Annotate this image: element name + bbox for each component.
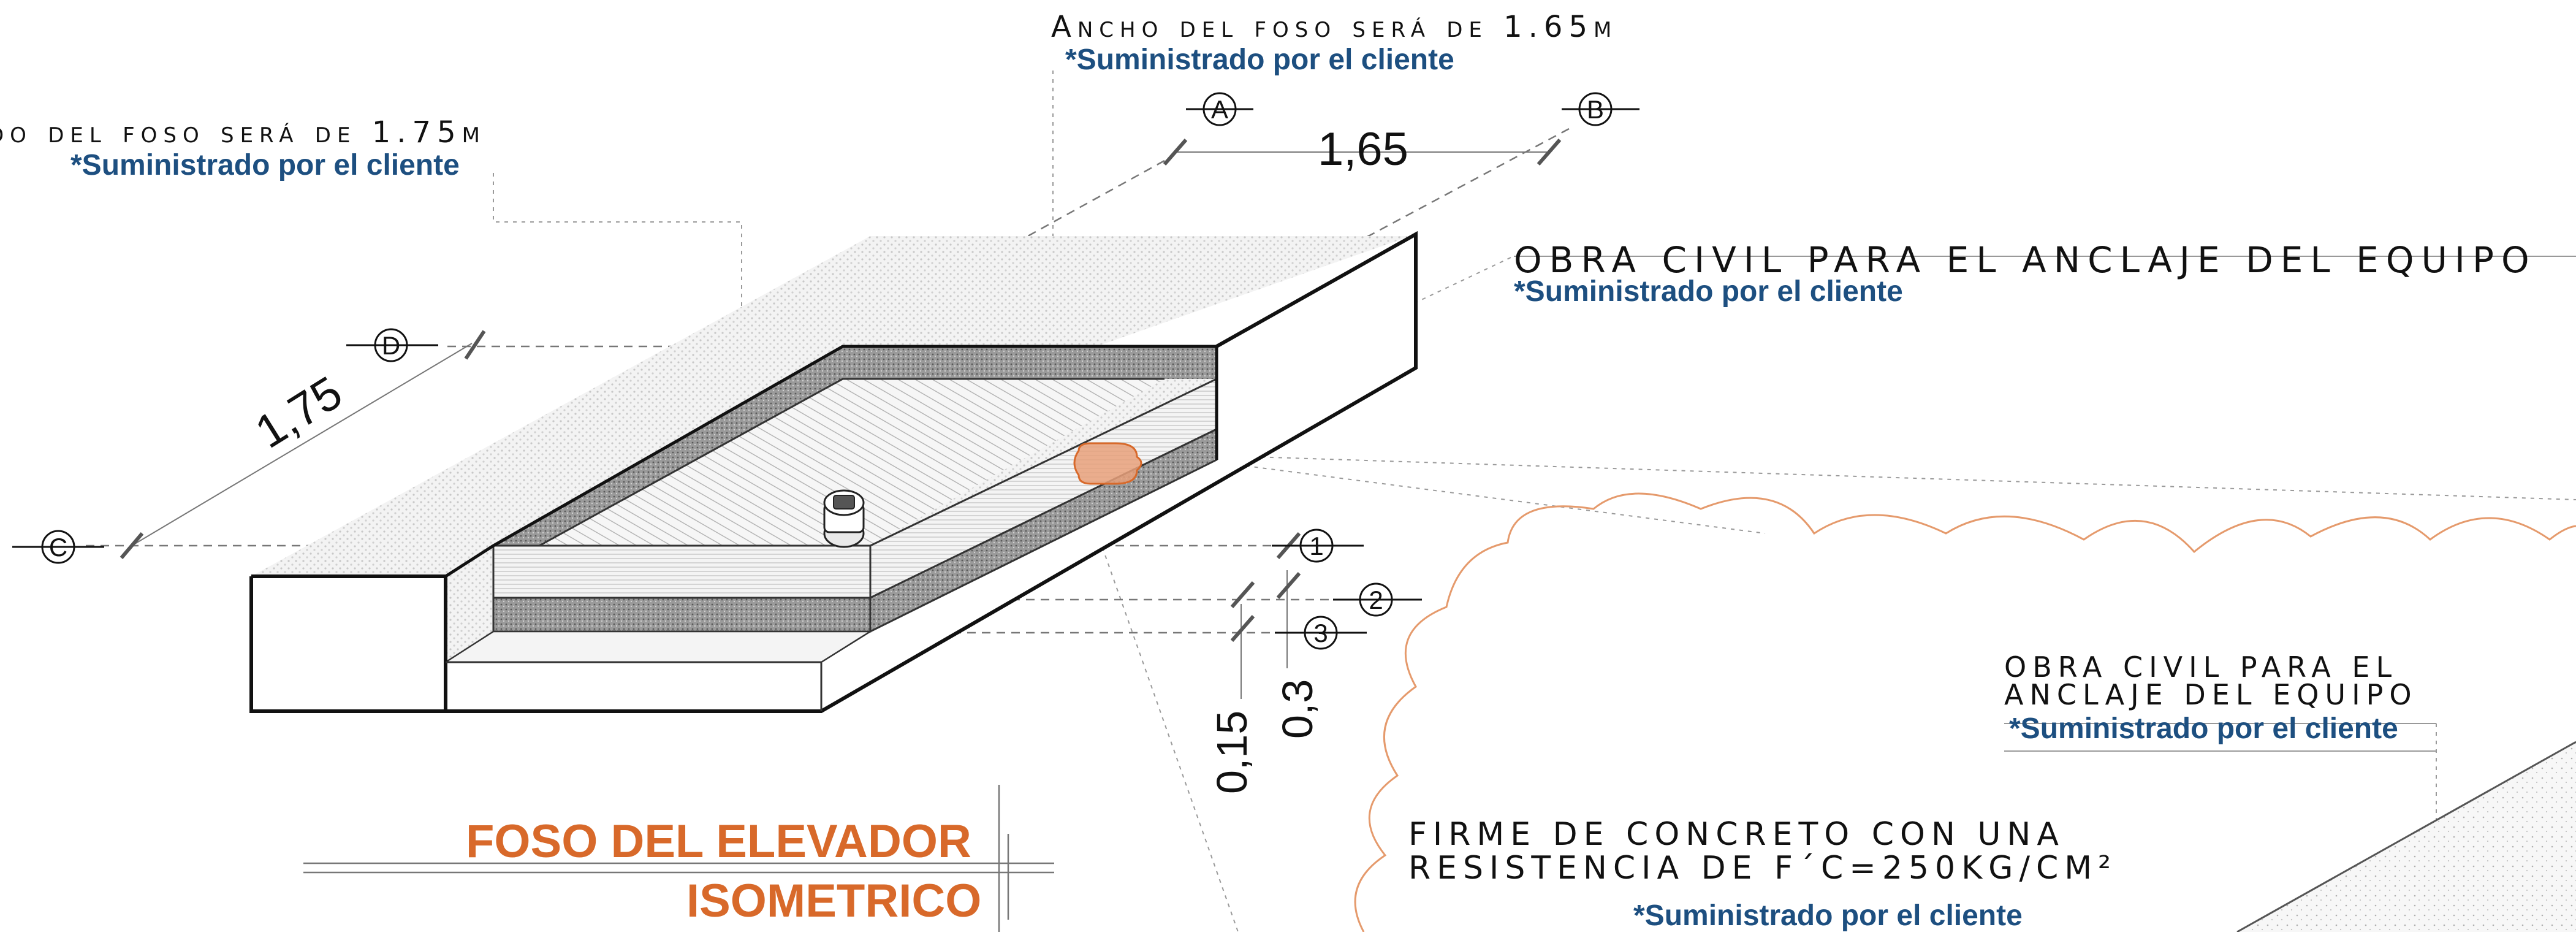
revision-cloud	[1354, 492, 2576, 933]
dimension-width: 1,65	[1318, 123, 1408, 175]
drain-icon	[823, 489, 865, 548]
dimension-ticks	[120, 139, 1562, 642]
axis-label-d: D	[381, 331, 401, 360]
anchorage-small-line1: OBRA CIVIL PARA EL	[2004, 651, 2398, 684]
dimension-height-1: 0,15	[1208, 710, 1256, 794]
width-note-supplied: *Suministrado por el cliente	[1065, 44, 1454, 76]
depth-note-supplied: *Suministrado por el cliente	[70, 149, 460, 181]
title-block-lines	[303, 785, 1054, 932]
axis-label-3: 3	[1313, 619, 1328, 647]
depth-note-title: do del foso será de 1.75m	[0, 115, 486, 150]
concrete-note-line1: FIRME DE CONCRETO CON UNA	[1408, 816, 2065, 853]
dimension-height-2: 0,3	[1274, 679, 1321, 739]
drawing-title: FOSO DEL ELEVADOR	[466, 815, 971, 868]
anchorage-marker	[1073, 442, 1142, 485]
grid-marker-arms	[12, 108, 1639, 634]
anchorage-note-supplied: *Suministrado por el cliente	[1514, 275, 1903, 308]
anchorage-small-line2: ANCLAJE DEL EQUIPO	[2004, 678, 2418, 711]
axis-label-c: C	[48, 533, 68, 562]
pit-floor	[539, 379, 1165, 546]
width-note-title: Ancho del foso será de 1.65m	[1051, 10, 1618, 44]
wall-layer-2	[492, 597, 872, 633]
ground-slope	[2236, 741, 2576, 933]
concrete-note-line2: RESISTENCIA DE F´C=250KG/CM²	[1408, 850, 2118, 887]
axis-label-a: A	[1210, 95, 1228, 124]
axis-label-b: B	[1586, 95, 1604, 124]
drawing-subtitle: ISOMETRICO	[686, 875, 982, 927]
wall-layer-1	[492, 544, 872, 599]
anchorage-small-supplied: *Suministrado por el cliente	[2009, 712, 2398, 745]
axis-label-1: 1	[1309, 532, 1324, 560]
annotation-leaders	[1514, 256, 2576, 752]
axis-label-2: 2	[1369, 586, 1383, 614]
anchorage-note-title: OBRA CIVIL PARA EL ANCLAJE DEL EQUIPO	[1514, 239, 2537, 281]
concrete-note-supplied: *Suministrado por el cliente	[1633, 899, 2023, 932]
